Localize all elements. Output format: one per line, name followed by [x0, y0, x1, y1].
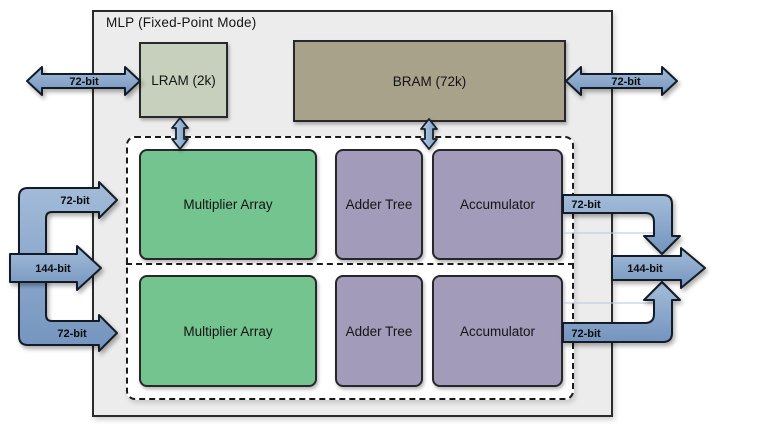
accumulator-label: Accumulator: [459, 197, 536, 212]
input-bottom-label: 72-bit: [57, 328, 87, 340]
panel-title: MLP (Fixed-Point Mode): [106, 15, 257, 30]
input-main-label: 144-bit: [35, 263, 71, 275]
bram-bus-label: 72-bit: [611, 76, 641, 88]
output-main-label: 144-bit: [627, 263, 663, 275]
multiplier-array-block-row1: Multiplier Array: [139, 149, 317, 260]
adder-tree-block-row1: Adder Tree: [335, 149, 423, 260]
accumulator-label: Accumulator: [459, 323, 536, 339]
accumulator-block-row1: Accumulator: [432, 149, 563, 260]
input-144-arrow: [9, 245, 102, 291]
adder-tree-label: Adder Tree: [345, 197, 413, 212]
multiplier-array-label: Multiplier Array: [183, 323, 273, 339]
output-144-arrow: [611, 247, 706, 289]
multiplier-array-block-row2: Multiplier Array: [139, 275, 317, 387]
adder-tree-label: Adder Tree: [345, 323, 413, 339]
bram-block: BRAM (72k): [293, 40, 566, 122]
lram-block: LRAM (2k): [139, 42, 228, 118]
row-divider: [126, 263, 574, 265]
multiplier-array-label: Multiplier Array: [183, 197, 273, 212]
bram-label: BRAM (72k): [392, 73, 467, 89]
accumulator-block-row2: Accumulator: [432, 275, 563, 387]
input-top-label: 72-bit: [60, 195, 90, 207]
lram-label: LRAM (2k): [151, 72, 216, 88]
adder-tree-block-row2: Adder Tree: [335, 275, 423, 387]
